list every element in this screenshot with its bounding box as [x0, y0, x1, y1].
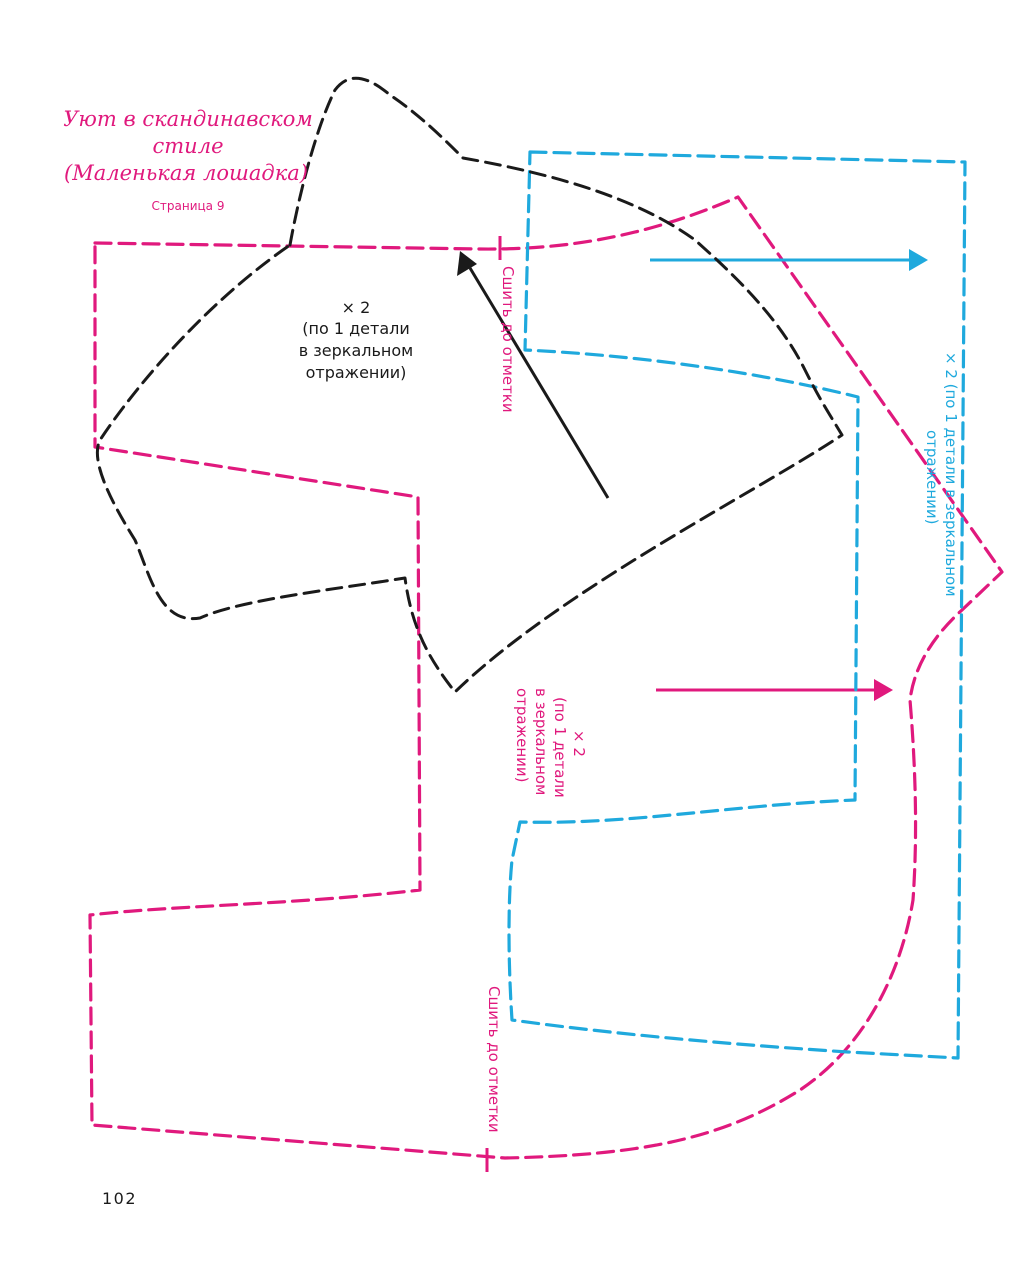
blue-outline [507, 150, 967, 1060]
magenta-note-line1: (по 1 детали [551, 697, 569, 798]
magenta-note-line3: отражении) [513, 688, 531, 783]
black-note-line3: отражении) [306, 363, 407, 382]
blue-grain-arrow [650, 249, 928, 271]
blue-pattern-piece [507, 150, 967, 1060]
black-outline [95, 76, 844, 694]
magenta-stitch-label-bottom: Сшить до отметки [485, 986, 503, 1133]
page-number: 102 [102, 1189, 137, 1208]
magenta-pattern-piece [88, 195, 1004, 1160]
book-title-line2: стиле [153, 134, 224, 158]
black-count-label: × 2 [342, 298, 371, 317]
black-grain-arrow [457, 251, 610, 499]
magenta-stitch-label-top: Сшить до отметки [499, 266, 517, 413]
magenta-count-block: × 2 (по 1 детали в зеркальном отражении) [513, 688, 588, 798]
magenta-note-line2: в зеркальном [532, 688, 550, 795]
book-title-line1: Уют в скандинавском [63, 107, 313, 131]
black-note-line1: (по 1 детали [302, 319, 410, 338]
magenta-outline [88, 195, 1004, 1160]
magenta-count-label: × 2 [570, 730, 588, 757]
blue-count-block: × 2 (по 1 детали в зеркальном отражении) [923, 352, 960, 597]
black-pattern-piece [95, 76, 844, 694]
magenta-grain-arrow [656, 679, 893, 701]
blue-note-line2: отражении) [923, 430, 941, 525]
book-title-line3: (Маленькая лошадка) [64, 161, 308, 185]
blue-note-line1: × 2 (по 1 детали в зеркальном [942, 352, 960, 597]
page-reference: Страница 9 [152, 199, 225, 213]
black-note-line2: в зеркальном [299, 341, 413, 360]
